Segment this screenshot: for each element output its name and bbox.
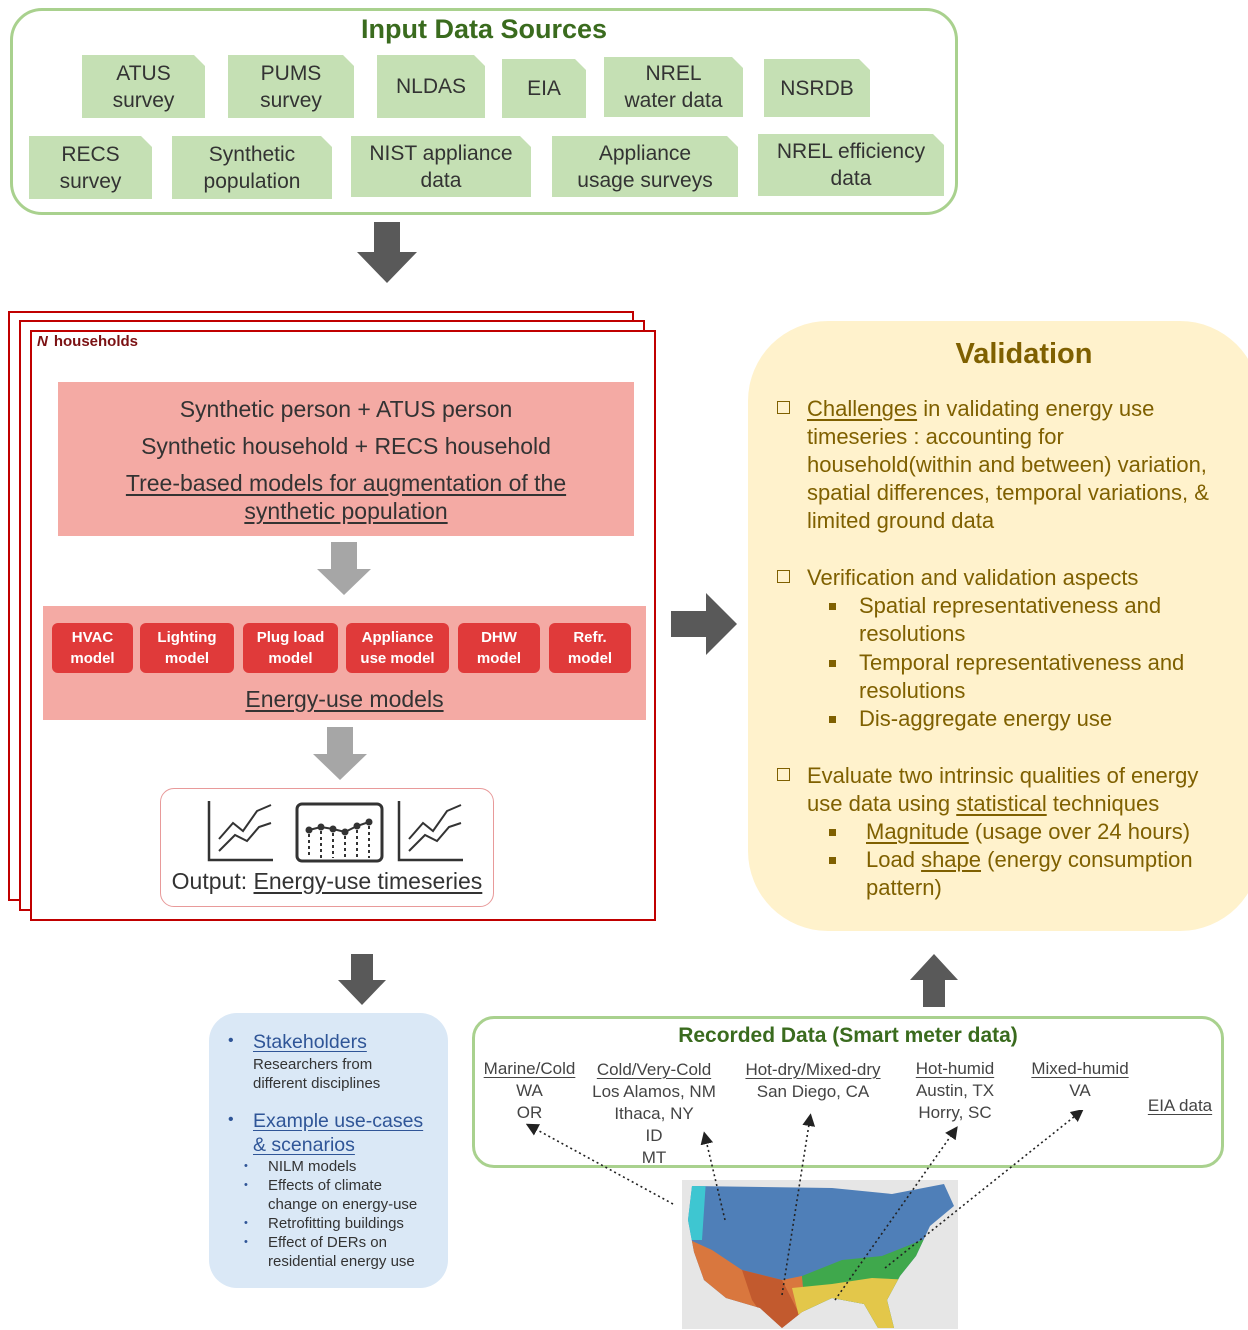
us-climate-zone-map [682,1180,958,1329]
line-chart-icon [207,801,273,862]
bullet-dot-icon: • [244,1160,248,1172]
dot-chart-icon [295,802,384,863]
aspect-spatial-line1: Spatial representativeness and [859,593,1162,618]
region-hot-humid: Hot-humid Austin, TX Horry, SC [915,1059,995,1122]
use-case-ders-line2: residential energy use [268,1253,415,1270]
use-cases-title-line1: Example use-cases [253,1110,424,1132]
source-nsrdb: NSRDB [764,59,870,117]
right-arrow-icon [671,593,737,655]
energy-use-models-label: Energy-use models [245,686,444,712]
line-chart-icon [397,801,463,862]
stakeholders-panel [209,1013,448,1288]
synthetic-population-box [58,382,634,536]
evaluate-line2: use data using statistical techniques [807,791,1160,816]
stakeholders-desc-line2: different disciplines [253,1075,381,1092]
down-arrow-icon [338,954,386,1005]
challenges-line5: limited ground data [807,508,995,533]
validation-title: Validation [955,338,1093,370]
stakeholders-title: Stakeholders [253,1031,367,1053]
challenges-line1: Challenges in validating energy use [807,396,1155,421]
checkbox-icon [777,768,790,781]
bullet-dot-icon: • [228,1032,234,1049]
bullet-dot-icon: • [244,1236,248,1248]
aspect-temporal-line2: resolutions [859,678,966,703]
use-case-nilm: NILM models [268,1158,357,1175]
eia-data-label: EIA data [1147,1096,1213,1115]
use-case-climate-line2: change on energy-use [268,1196,418,1213]
source-eia: EIA [502,59,586,118]
tree-models-text-line1: Tree-based models for augmentation of th… [125,470,567,496]
aspect-spatial-line2: resolutions [859,621,966,646]
synthetic-person-text: Synthetic person + ATUS person [179,396,513,422]
connector-arrows [525,1110,1084,1301]
aspect-disaggregate: Dis-aggregate energy use [859,706,1113,731]
challenges-line2: timeseries : accounting for [807,424,1064,449]
bullet-square-icon [829,857,836,864]
bullet-dot-icon: • [244,1217,248,1229]
down-arrow-icon [313,727,367,780]
recorded-data-panel [472,1016,1224,1168]
checkbox-icon [777,570,790,583]
refrigerator-model: Refr.model [549,623,631,673]
input-data-sources-title: Input Data Sources [360,14,608,44]
region-mixed-humid: Mixed-humid VA [1031,1059,1129,1100]
use-case-climate-line1: Effects of climate [268,1177,382,1194]
checkbox-icon [777,401,790,414]
use-case-retrofitting: Retrofitting buildings [268,1215,404,1232]
down-arrow-icon [357,222,417,283]
use-cases-title-line2: & scenarios [253,1134,355,1156]
bullet-square-icon [829,603,836,610]
use-case-ders-line1: Effect of DERs on [268,1234,387,1251]
bullet-square-icon [829,660,836,667]
magnitude-item: Magnitude (usage over 24 hours) [866,819,1191,844]
challenges-line4: spatial differences, temporal variations… [807,480,1209,505]
output-label: Output: Energy-use timeseries [171,868,483,894]
region-hot-dry-mixed-dry: Hot-dry/Mixed-dry San Diego, CA [745,1060,881,1101]
bullet-square-icon [829,716,836,723]
synthetic-household-text: Synthetic household + RECS household [141,433,551,459]
region-cold-very-cold: Cold/Very-Cold Los Alamos, NM Ithaca, NY… [592,1060,716,1167]
bullet-square-icon [829,829,836,836]
down-arrow-icon [317,542,371,595]
stakeholders-desc-line1: Researchers from [253,1056,373,1073]
bullet-dot-icon: • [228,1111,234,1128]
output-box [160,788,494,907]
aspect-temporal-line1: Temporal representativeness and [859,650,1185,675]
shape-item-line2: pattern) [866,875,942,900]
tree-models-text-line2: synthetic population [244,498,448,524]
aspects-heading: Verification and validation aspects [807,565,1139,590]
shape-item-line1: Load shape (energy consumption [866,847,1193,872]
up-arrow-icon [910,954,958,1007]
region-marine-cold: Marine/Cold WA OR [483,1059,576,1122]
evaluate-line1: Evaluate two intrinsic qualities of ener… [807,763,1199,788]
bullet-dot-icon: • [244,1179,248,1191]
challenges-line3: household(within and between) variation, [807,452,1207,477]
recorded-data-title: Recorded Data (Smart meter data) [678,1024,1018,1047]
source-nldas: NLDAS [377,55,485,118]
